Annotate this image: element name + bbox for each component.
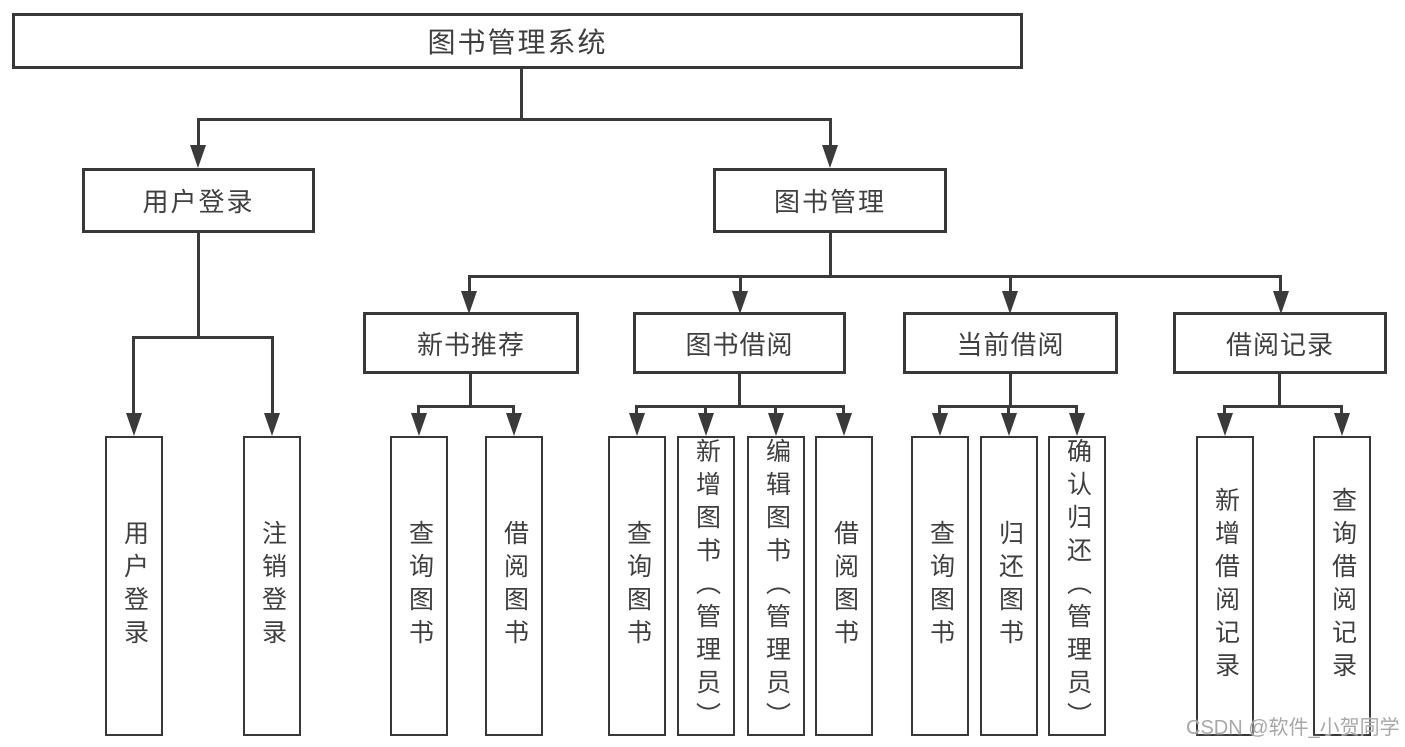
connector-line [271,336,274,415]
connector-line [635,405,638,415]
node-label: 查询图书 [926,520,955,652]
connector-line [739,275,742,293]
node-book-management: 图书管理 [713,168,947,233]
connector-line [520,69,523,118]
arrow-down-icon [190,145,206,168]
leaf-borrow-books: 借阅图书 [815,436,873,736]
connector-line [1075,405,1078,415]
connector-line [417,405,420,415]
leaf-borrow-books: 借阅图书 [485,436,543,736]
node-label: 图书借阅 [685,329,794,360]
arrow-down-icon [264,413,280,436]
node-label: 查询图书 [405,520,434,652]
arrow-down-icon [732,291,748,314]
connector-line [1009,275,1012,293]
leaf-logout: 注销登录 [243,436,301,736]
node-label: 注销登录 [258,520,287,652]
leaf-return-book: 归还图书 [980,436,1038,736]
arrow-down-icon [629,413,645,436]
connector-line [197,233,200,336]
node-label: 用户登录 [120,520,149,652]
node-label: 新增图书（管理员） [692,437,721,735]
node-label: 归还图书 [995,520,1024,652]
node-user-login: 用户登录 [82,168,315,233]
arrow-down-icon [768,413,784,436]
arrow-down-icon [1069,413,1085,436]
connector-line [704,405,707,415]
arrow-down-icon [932,413,948,436]
connector-line [512,405,515,415]
node-label: 图书管理 [773,187,886,217]
connector-line [1278,374,1281,405]
arrow-down-icon [506,413,522,436]
node-label: 借阅图书 [830,520,859,652]
connector-line [198,118,831,121]
node-label: 借阅图书 [500,520,529,652]
arrow-down-icon [461,291,477,314]
connector-line [829,118,832,148]
leaf-query-books: 查询图书 [608,436,666,736]
connector-line [469,374,472,405]
node-book-borrowing: 图书借阅 [633,312,846,374]
node-new-book-recommendation: 新书推荐 [363,312,579,374]
connector-line [419,405,514,408]
node-label: 查询图书 [623,520,652,652]
node-label: 借阅记录 [1225,329,1334,360]
connector-line [738,374,741,405]
leaf-user-login: 用户登录 [105,436,163,736]
leaf-edit-book-admin: 编辑图书（管理员） [747,436,805,736]
node-label: 新增借阅记录 [1211,487,1240,685]
connector-line [1279,275,1282,293]
leaf-add-borrow-record: 新增借阅记录 [1196,436,1254,736]
connector-line [1340,405,1343,415]
arrow-down-icon [698,413,714,436]
arrow-down-icon [836,413,852,436]
arrow-down-icon [1334,413,1350,436]
node-label: 图书管理系统 [427,27,608,58]
leaf-query-books: 查询图书 [390,436,448,736]
node-current-borrowing: 当前借阅 [903,312,1118,374]
node-label: 查询借阅记录 [1328,487,1357,685]
node-label: 新书推荐 [416,329,525,360]
connector-line [1223,405,1226,415]
connector-line [468,275,471,293]
arrow-down-icon [1001,413,1017,436]
arrow-down-icon [1002,291,1018,314]
leaf-query-books: 查询图书 [911,436,969,736]
connector-line [132,336,135,415]
arrow-down-icon [1273,291,1289,314]
leaf-query-borrow-record: 查询借阅记录 [1313,436,1371,736]
connector-line [842,405,845,415]
arrow-down-icon [822,145,838,168]
node-label: 编辑图书（管理员） [762,437,791,735]
arrow-down-icon [126,413,142,436]
connector-line [133,336,273,339]
node-label: 用户登录 [142,187,255,217]
connector-line [637,405,844,408]
arrow-down-icon [411,413,427,436]
connector-line [1009,374,1012,405]
connector-line [1007,405,1010,415]
node-label: 确认归还（管理员） [1063,437,1092,735]
connector-line [829,233,832,275]
node-root-library-system: 图书管理系统 [12,13,1023,69]
leaf-confirm-return-admin: 确认归还（管理员） [1048,436,1106,736]
connector-line [938,405,941,415]
connector-line [1225,405,1342,408]
node-label: 当前借阅 [956,329,1065,360]
leaf-add-book-admin: 新增图书（管理员） [677,436,735,736]
connector-line [469,275,1281,278]
connector-line [197,118,200,148]
csdn-watermark: CSDN @软件_小贺同学 [1186,717,1400,739]
node-borrowing-records: 借阅记录 [1173,312,1387,374]
arrow-down-icon [1217,413,1233,436]
connector-line [774,405,777,415]
